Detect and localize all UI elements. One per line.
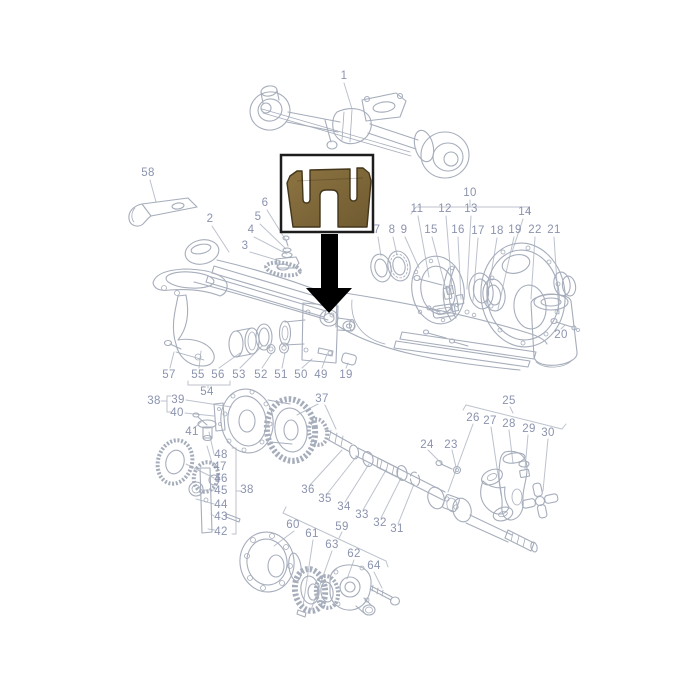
diff-lock-housing-62 bbox=[329, 564, 376, 616]
plate-40 bbox=[213, 402, 226, 432]
pin-49 bbox=[317, 347, 334, 357]
axle-assembly-complete bbox=[249, 85, 470, 179]
bearing-cap-29 bbox=[518, 460, 531, 479]
spider-gear-set-42-48 bbox=[155, 419, 241, 534]
bracket-58 bbox=[128, 197, 198, 227]
hub-60 bbox=[239, 531, 302, 593]
cover-plate-9 bbox=[411, 255, 465, 325]
kingpin-bearing-cups bbox=[468, 272, 506, 312]
nut-52-washer-51 bbox=[266, 342, 290, 355]
kingpin-small-parts-15-19 bbox=[422, 286, 477, 347]
bolt-64 bbox=[369, 584, 401, 606]
bolt-24 bbox=[435, 459, 453, 470]
driveshaft-31-36 bbox=[324, 429, 538, 553]
plug-19-lower bbox=[341, 352, 357, 366]
bolt-20 bbox=[550, 317, 580, 332]
cross-journal-30 bbox=[521, 482, 559, 519]
yoke-27 bbox=[480, 468, 514, 522]
pivot-bracket-55 bbox=[152, 268, 228, 367]
pointer-arrow bbox=[306, 234, 352, 313]
bolt-57 bbox=[163, 339, 182, 350]
fastener-stack-3-6 bbox=[275, 235, 300, 269]
bearing-8 bbox=[387, 250, 411, 282]
shim-plate-highlight bbox=[286, 167, 372, 228]
shim-detail-line bbox=[296, 177, 364, 182]
gear-63 bbox=[313, 574, 341, 610]
highlight-callout bbox=[279, 153, 375, 313]
nut-23 bbox=[452, 465, 462, 475]
gear-61 bbox=[291, 566, 329, 618]
ring-53 bbox=[255, 323, 273, 351]
bushing-56 bbox=[228, 327, 260, 358]
